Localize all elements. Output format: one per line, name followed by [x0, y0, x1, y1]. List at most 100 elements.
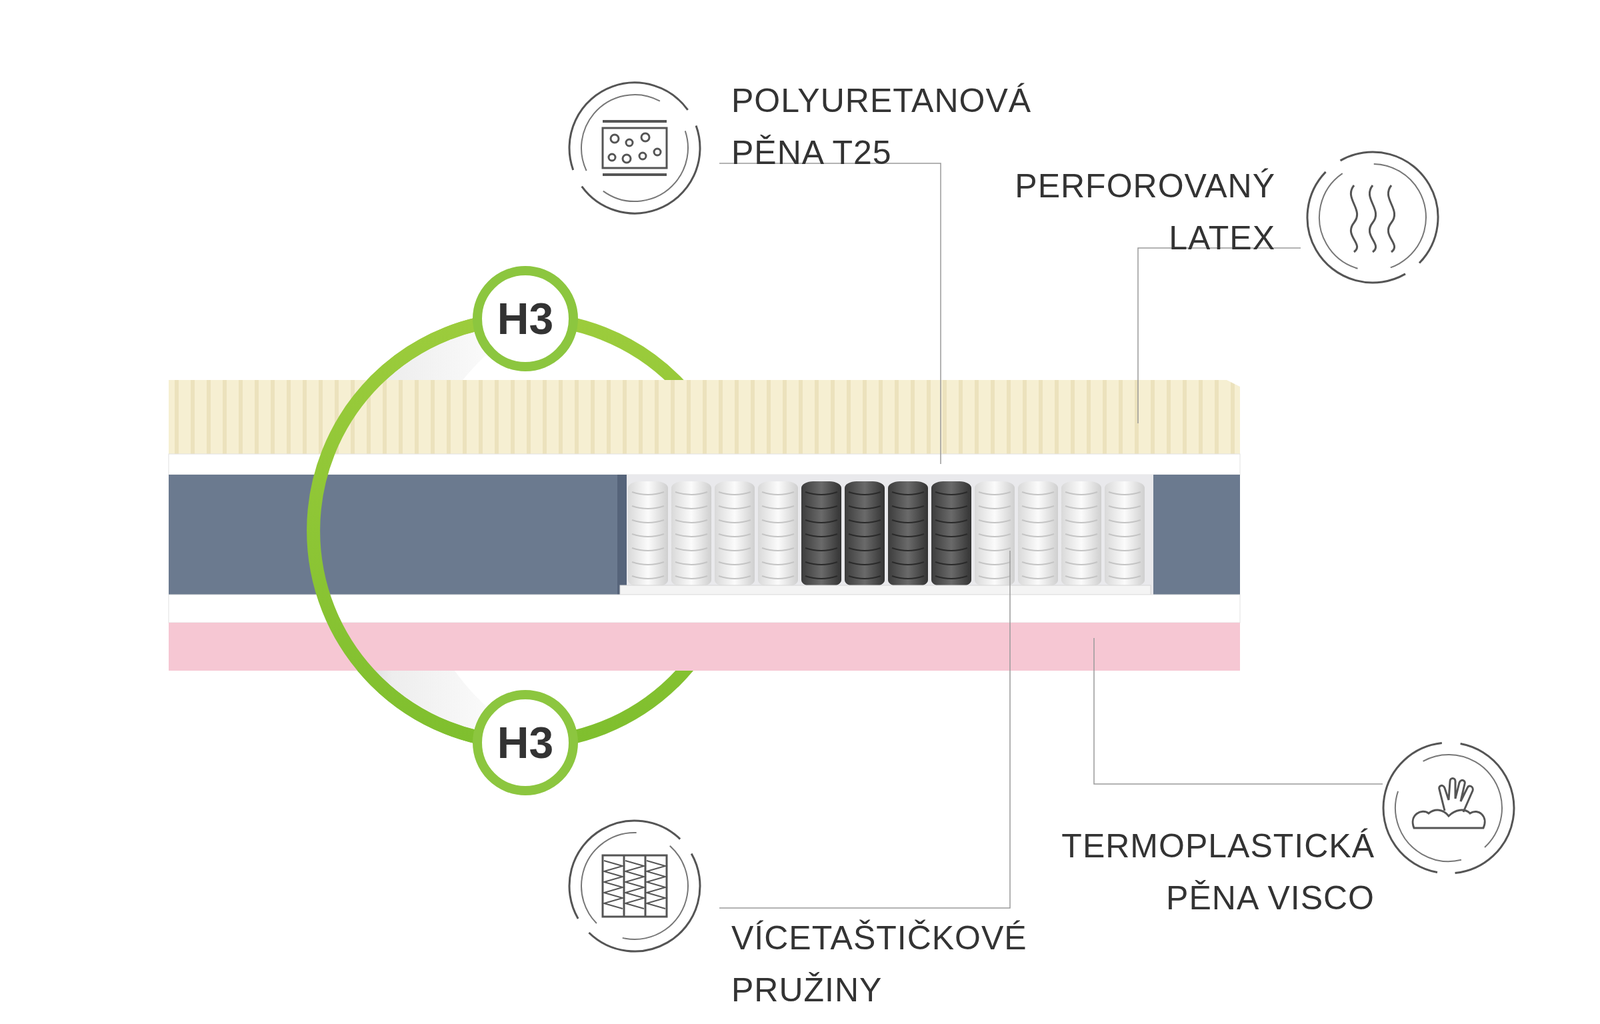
- spring-coil: [805, 520, 838, 523]
- pocket-spring: [1061, 481, 1102, 587]
- pocket-spring: [888, 481, 928, 587]
- ring-front: [313, 318, 526, 743]
- spring-coil: [762, 492, 794, 495]
- hardness-badge: H3: [472, 265, 579, 372]
- spring-pocket: [1018, 481, 1058, 587]
- spring-coil: [978, 534, 1011, 537]
- spring-coil: [718, 548, 751, 551]
- spring-pocket: [671, 481, 712, 587]
- spring-coil: [978, 506, 1011, 509]
- spring-pocket: [844, 481, 885, 587]
- spring-coil: [978, 492, 1011, 495]
- pocket-spring: [931, 481, 972, 587]
- spring-coil: [632, 548, 664, 551]
- springs-icon: [545, 796, 724, 976]
- spring-pocket: [974, 481, 1015, 587]
- pocket-spring: [801, 481, 842, 587]
- spring-coil: [1108, 562, 1141, 565]
- pocket-springs: [628, 481, 1145, 587]
- spring-coil: [805, 534, 838, 537]
- badge-circle: [477, 270, 574, 367]
- spring-pocket: [714, 481, 755, 587]
- spring-coil: [1108, 492, 1141, 495]
- pocket-spring: [758, 481, 798, 587]
- spring-coil: [892, 548, 924, 551]
- spring-coil: [848, 548, 881, 551]
- spring-coil: [1065, 576, 1098, 579]
- spring-coil: [805, 506, 838, 509]
- spring-coil: [805, 562, 838, 565]
- layer-label: VÍCETAŠTIČKOVÉ PRUŽINY: [731, 912, 1105, 1016]
- spring-coil: [978, 520, 1011, 523]
- spring-coil: [892, 534, 924, 537]
- spring-coil: [892, 492, 924, 495]
- spring-coil: [935, 534, 968, 537]
- spring-coil: [935, 562, 968, 565]
- hardness-label: H3: [497, 296, 554, 341]
- spring-coil: [935, 520, 968, 523]
- spring-coil: [762, 562, 794, 565]
- spring-coil: [1022, 492, 1054, 495]
- spring-coil: [892, 576, 924, 579]
- spring-coil: [1108, 520, 1141, 523]
- spring-coil: [848, 492, 881, 495]
- spring-coil: [632, 506, 664, 509]
- pocket-spring: [628, 481, 668, 587]
- spring-pocket: [758, 481, 798, 587]
- spring-coil: [935, 506, 968, 509]
- visco-icon: [1372, 732, 1524, 884]
- spring-coil: [632, 534, 664, 537]
- spring-coil: [718, 562, 751, 565]
- spring-coil: [848, 576, 881, 579]
- spring-coil: [718, 492, 751, 495]
- spring-coil: [1108, 506, 1141, 509]
- spring-coil: [675, 534, 708, 537]
- spring-coil: [1022, 520, 1054, 523]
- spring-coil: [675, 576, 708, 579]
- spring-coil: [805, 576, 838, 579]
- layer-label: POLYURETANOVÁ PĚNA T25: [731, 74, 1078, 179]
- cavity-shade: [617, 474, 627, 595]
- spring-coil: [762, 576, 794, 579]
- latex-icon: [1283, 128, 1462, 307]
- spring-coil: [1065, 520, 1098, 523]
- pocket-spring: [1018, 481, 1058, 587]
- spring-coil: [675, 548, 708, 551]
- spring-coil: [848, 534, 881, 537]
- pocket-spring: [714, 481, 755, 587]
- spring-coil: [675, 562, 708, 565]
- spring-coil: [675, 506, 708, 509]
- spring-coil: [718, 520, 751, 523]
- leader-line: [719, 163, 941, 464]
- spring-coil: [762, 534, 794, 537]
- spring-cavity: [617, 474, 1154, 595]
- spring-coil: [1065, 534, 1098, 537]
- spring-coil: [632, 576, 664, 579]
- spring-coil: [762, 548, 794, 551]
- spring-coil: [892, 562, 924, 565]
- spring-coil: [848, 562, 881, 565]
- spring-coil: [632, 562, 664, 565]
- spring-coil: [935, 492, 968, 495]
- pocket-spring: [844, 481, 885, 587]
- spring-coil: [1022, 576, 1054, 579]
- spring-coil: [978, 576, 1011, 579]
- spring-coil: [892, 520, 924, 523]
- spring-coil: [718, 576, 751, 579]
- spring-pocket: [1104, 481, 1145, 587]
- spring-coil: [718, 534, 751, 537]
- hardness-label: H3: [497, 720, 554, 765]
- spring-coil: [1065, 548, 1098, 551]
- spring-pocket: [931, 481, 972, 587]
- spring-coil: [848, 506, 881, 509]
- spring-coil: [892, 506, 924, 509]
- spring-coil: [935, 548, 968, 551]
- core-layer: [168, 474, 1240, 595]
- spring-pocket: [801, 481, 842, 587]
- spring-coil: [675, 492, 708, 495]
- leader-line: [1094, 638, 1383, 784]
- spring-coil: [935, 576, 968, 579]
- spring-coil: [1108, 548, 1141, 551]
- spring-coil: [632, 520, 664, 523]
- spring-base: [620, 585, 1151, 595]
